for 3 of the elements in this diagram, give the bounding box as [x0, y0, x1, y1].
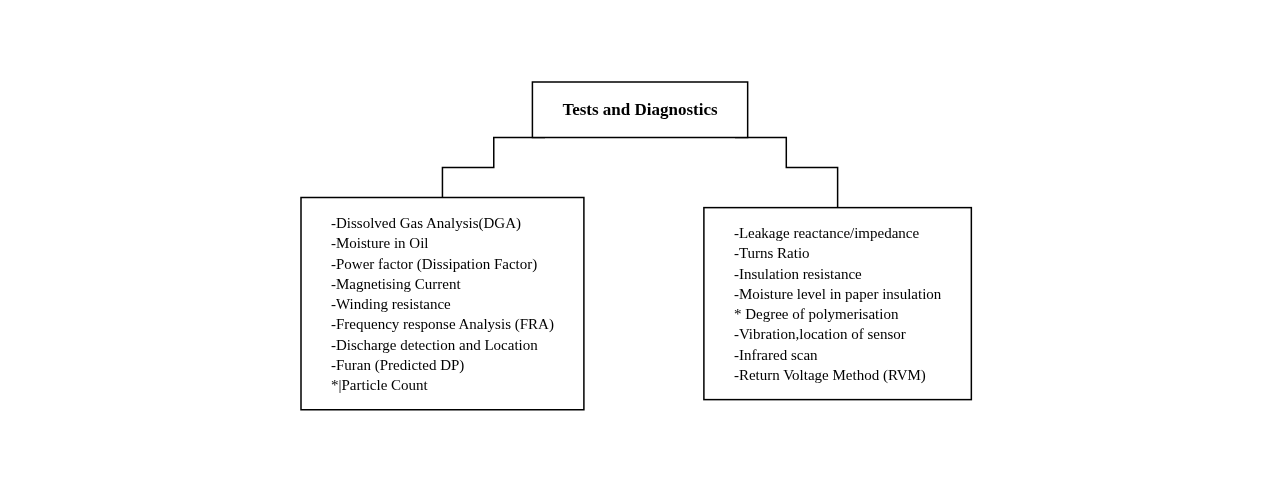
node-box: -Leakage reactance/impedance -Turns Ratio -Insulation resistance -Moisture level in paper insulation * Degree of polymerisation -Vibration,location of sensor -Infrared scan -Return Voltage Method (RVM)	[703, 207, 973, 401]
node-box: Tests and Diagnostics	[532, 81, 749, 139]
node-box: -Dissolved Gas Analysis(DGA) -Moisture in Oil -Power factor (Dissipation Factor) -Magnetising Current -Winding resistance -Frequency response Analysis (FRA) -Discharge detection and Location -Furan (Predicted DP) *|Particle Count	[300, 196, 585, 411]
